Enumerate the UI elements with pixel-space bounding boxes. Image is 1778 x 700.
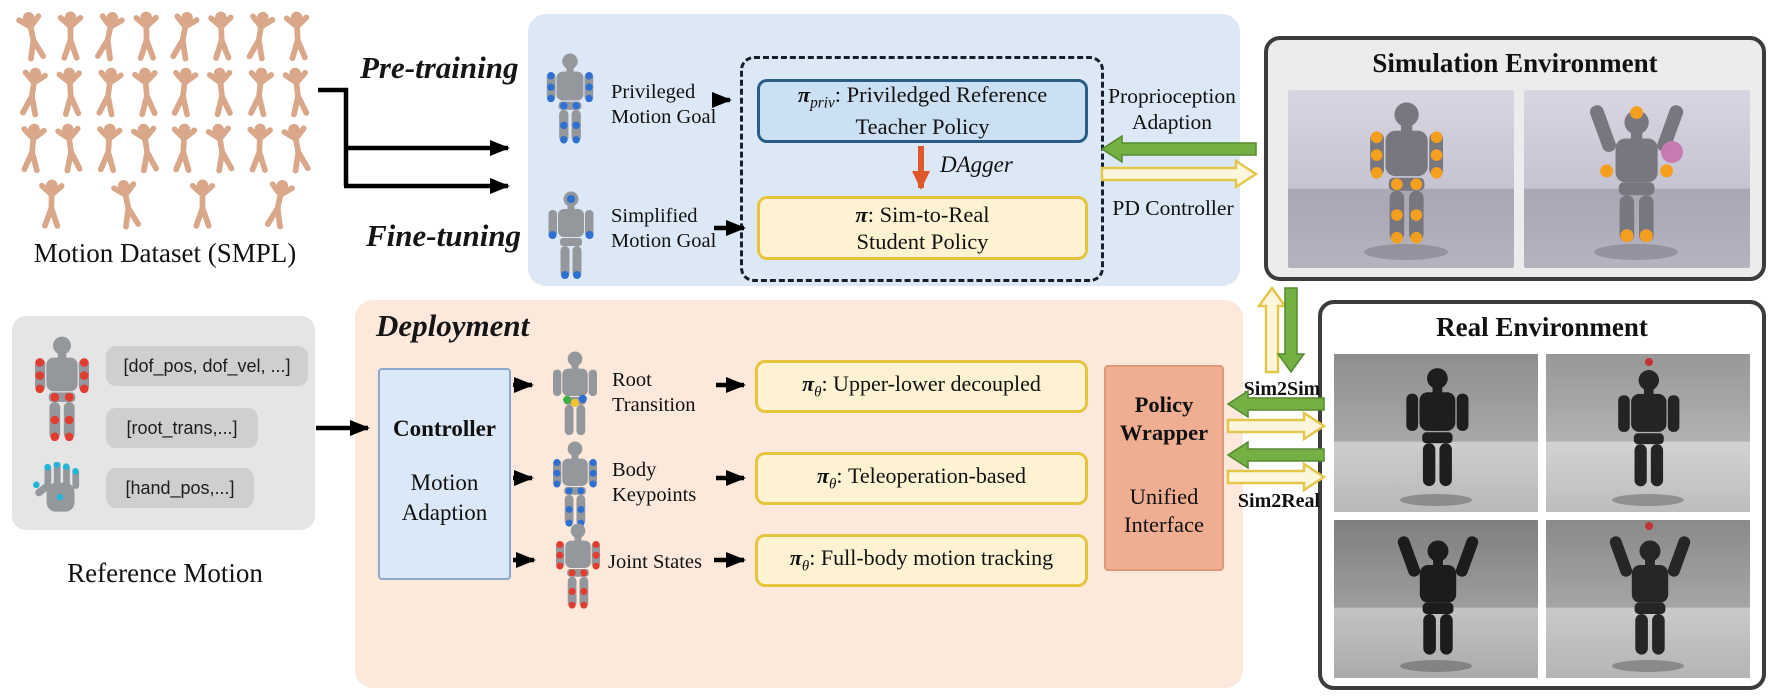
stage-label-deployment: Deployment (376, 308, 530, 343)
reference-pill-root: [root_trans,...] (106, 408, 258, 448)
reference-pill-dof: [dof_pos, dof_vel, ...] (106, 346, 308, 386)
body-keypoints-label: Body Keypoints (612, 459, 697, 506)
motion-dataset-grid (14, 8, 316, 232)
controller-box: Controller Motion Adaption (378, 368, 511, 580)
sim2real-label: Sim2Real (1237, 490, 1321, 512)
joint-states-robot-icon (555, 523, 601, 609)
stage-label-finetuning: Fine-tuning (366, 218, 522, 253)
privileged-goal-robot-icon (546, 53, 594, 144)
policy-box-teleoperation: πθ: Teleoperation-based (755, 452, 1088, 505)
joint-states-label: Joint States (608, 551, 702, 573)
policy-box-full-body: πθ: Full-body motion tracking (755, 534, 1088, 587)
dagger-label: DAgger (940, 152, 1013, 177)
simplified-goal-robot-icon (548, 191, 594, 279)
real-environment-box: Real Environment (1318, 300, 1766, 690)
simulation-environment-title: Simulation Environment (1372, 48, 1658, 78)
motion-dataset-label: Motion Dataset (SMPL) (33, 238, 297, 268)
policy-wrapper-subtitle: Unified Interface (1124, 484, 1204, 538)
real-photo-4 (1546, 520, 1750, 678)
teacher-policy-line1: πpriv: Priviledged Reference (797, 82, 1048, 112)
reference-robot-icon (35, 336, 89, 442)
teacher-policy-line2: Teacher Policy (855, 114, 990, 140)
teacher-policy-box: πpriv: Priviledged Reference Teacher Pol… (757, 79, 1088, 143)
student-policy-box: π: Sim-to-Real Student Policy (757, 196, 1088, 260)
real-photo-2 (1546, 354, 1750, 512)
controller-title: Controller (392, 416, 497, 441)
pd-controller-label: PD Controller (1112, 196, 1234, 220)
student-policy-line2: Student Policy (856, 229, 989, 254)
controller-subtitle: Motion Adaption (401, 470, 488, 525)
simplified-goal-label: Simplified Motion Goal (611, 205, 717, 252)
root-transition-robot-icon (552, 351, 598, 436)
simulation-screenshot-2 (1524, 90, 1750, 268)
root-transition-label: Root Transition (612, 369, 696, 416)
real-photo-1 (1334, 354, 1538, 512)
proprioception-adaption-label: Proprioception Adaption (1108, 84, 1236, 134)
reference-motion-label: Reference Motion (67, 558, 263, 588)
student-policy-line1: π: Sim-to-Real (855, 201, 990, 227)
policy-wrapper-title: Policy Wrapper (1119, 392, 1209, 446)
simulation-screenshot-1 (1288, 90, 1514, 268)
hand-icon (32, 462, 80, 512)
stage-label-pretraining: Pre-training (360, 50, 519, 85)
policy-box-upper-lower: πθ: Upper-lower decoupled (755, 360, 1088, 413)
reference-motion-box: [dof_pos, dof_vel, ...] [root_trans,...]… (12, 316, 315, 530)
reference-pill-hand: [hand_pos,...] (106, 468, 254, 508)
policy-wrapper-box: Policy Wrapper Unified Interface (1104, 365, 1224, 571)
simulation-environment-box: Simulation Environment (1264, 36, 1766, 281)
sim2sim-label: Sim2Sim (1243, 378, 1321, 400)
privileged-goal-label: Privileged Motion Goal (611, 81, 717, 128)
body-keypoints-robot-icon (552, 441, 598, 527)
real-environment-title: Real Environment (1436, 312, 1648, 342)
real-photo-3 (1334, 520, 1538, 678)
